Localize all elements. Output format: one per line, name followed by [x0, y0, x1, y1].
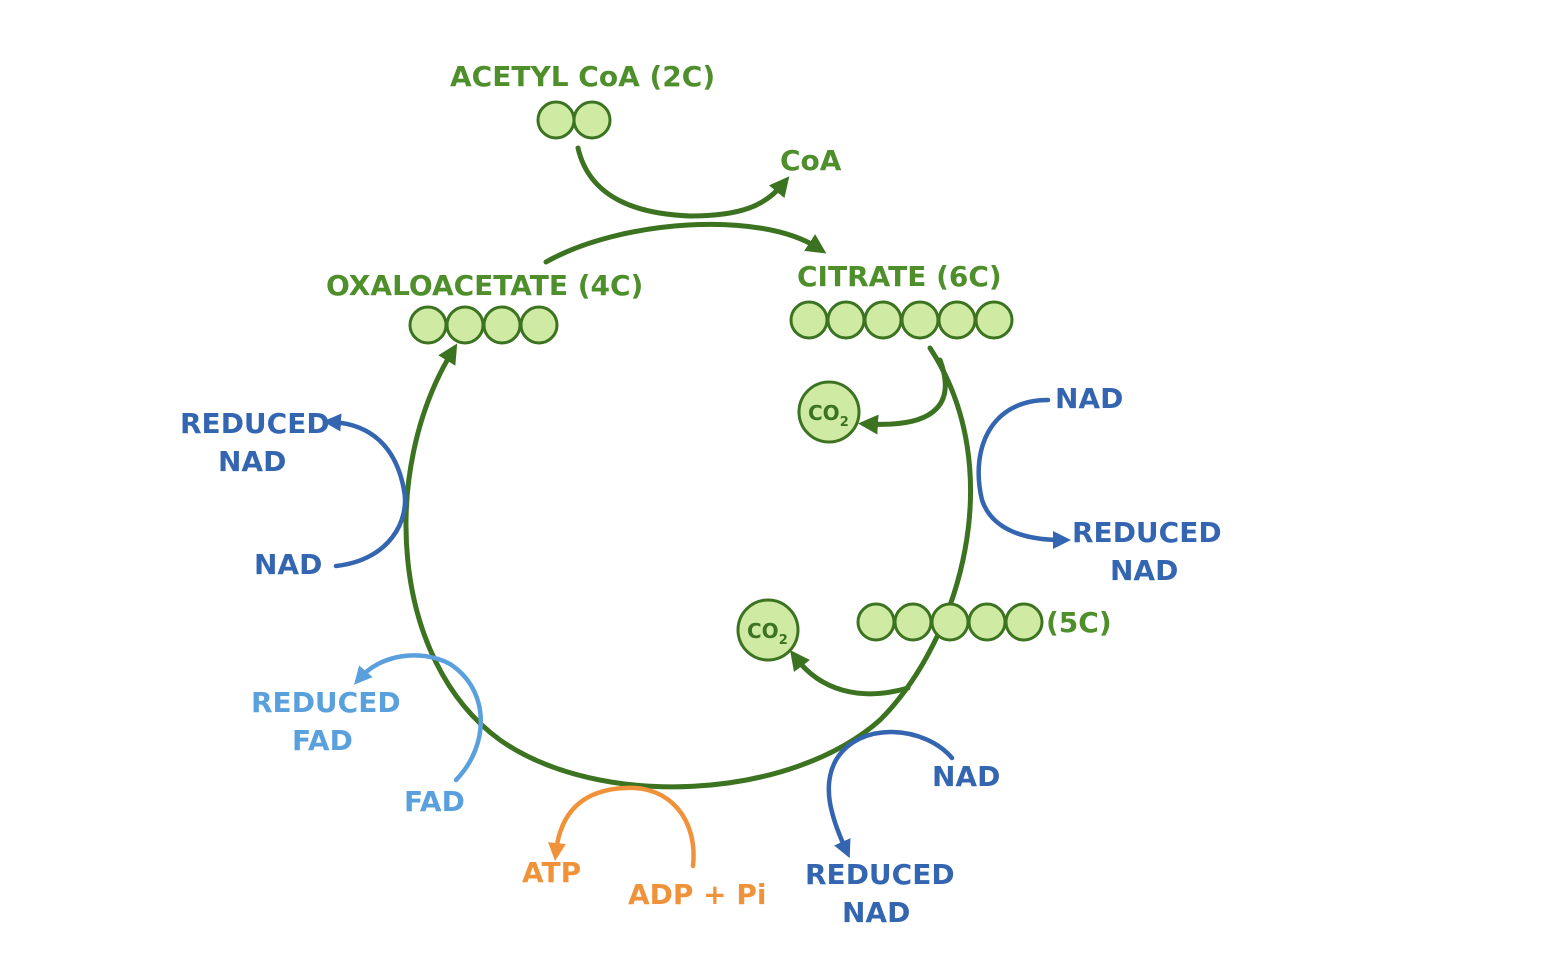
reduced-nad-bottom-label-line1: REDUCED: [805, 858, 955, 891]
cofactor-arrows: [323, 397, 1071, 869]
carbon-atom: [937, 300, 977, 340]
reduced-nad-right-label-line1: REDUCED: [1072, 516, 1222, 549]
co2-bubble: [797, 380, 861, 444]
nad-bottom-label: NAD: [932, 760, 1000, 793]
nad-bottom-arrow: [826, 729, 955, 859]
carbon-atom: [1004, 602, 1044, 642]
carbon-atom: [974, 300, 1014, 340]
carbon-atom: [408, 305, 448, 345]
five-carbon-label: (5C): [1046, 606, 1112, 639]
reduced-nad-left-label-line1: REDUCED: [180, 407, 330, 440]
co2-label: CO2: [747, 619, 788, 648]
citrate-molecule: [789, 300, 1014, 340]
carbon-atom: [967, 602, 1007, 642]
carbon-atom: [863, 300, 903, 340]
acetyl-coa-molecule: [536, 100, 612, 140]
co2-release-arrow-1: [858, 357, 948, 435]
nad-left-arrow: [323, 413, 408, 569]
co2-label: CO2: [808, 401, 849, 430]
co2-bubble: [736, 598, 800, 662]
nad-right-arrow: [976, 397, 1071, 549]
atp-arrow: [548, 785, 696, 869]
co2-molecule-1: CO2: [797, 380, 861, 444]
nad-left-label: NAD: [254, 548, 322, 581]
adp-pi-label: ADP + Pi: [628, 878, 767, 911]
co2-release-arrow-2: [789, 650, 911, 697]
acetyl-coa-arrow: [575, 145, 790, 219]
carbon-atom: [536, 100, 576, 140]
co2-molecule-2: CO2: [736, 598, 800, 662]
reduced-nad-right-label-line2: NAD: [1110, 554, 1178, 587]
carbon-atom: [893, 602, 933, 642]
oxaloacetate-label: OXALOACETATE (4C): [326, 269, 643, 302]
reduced-nad-left-label-line2: NAD: [218, 445, 286, 478]
fad-label: FAD: [404, 785, 465, 818]
cycle-arc-left: [403, 343, 973, 790]
carbon-atom: [900, 300, 940, 340]
atp-label: ATP: [522, 856, 581, 889]
carbon-atom: [482, 305, 522, 345]
carbon-atom: [930, 602, 970, 642]
carbon-atom: [856, 602, 896, 642]
cycle-arc-top: [543, 221, 827, 265]
acetyl-coa-label: ACETYL CoA (2C): [450, 60, 715, 93]
reduced-nad-bottom-label-line2: NAD: [842, 896, 910, 929]
five-carbon-molecule: [856, 602, 1044, 642]
coa-label: CoA: [780, 144, 842, 177]
carbon-atom: [572, 100, 612, 140]
carbon-atom: [826, 300, 866, 340]
reduced-fad-label-line2: FAD: [292, 724, 353, 757]
fad-arrow: [354, 653, 484, 783]
citrate-label: CITRATE (6C): [797, 260, 1002, 293]
carbon-atom: [789, 300, 829, 340]
cycle-arrows: [403, 145, 973, 790]
oxaloacetate-molecule: [408, 305, 559, 345]
carbon-atom: [519, 305, 559, 345]
carbon-atom: [445, 305, 485, 345]
reduced-fad-label-line1: REDUCED: [251, 686, 401, 719]
nad-right-label: NAD: [1055, 382, 1123, 415]
